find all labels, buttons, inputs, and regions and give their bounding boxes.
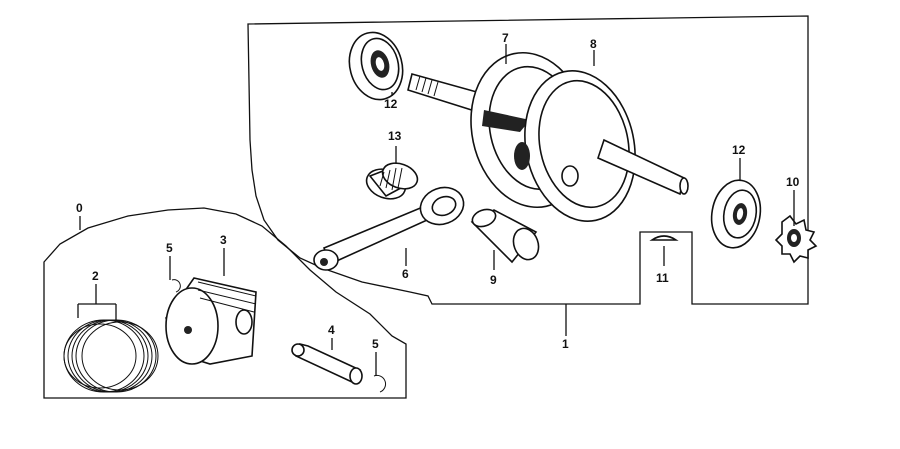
connecting-rod [313,186,465,271]
callout-12-left: 12 [384,97,398,111]
woodruff-key [649,235,679,241]
callout-2: 2 [92,269,99,283]
callout-12-right: 12 [732,143,746,157]
callout-4: 4 [328,323,335,337]
callout-10: 10 [786,175,800,189]
callout-7: 7 [502,31,509,45]
piston-rings [63,319,159,393]
crankshaft [407,51,689,222]
piston-group-outline [43,207,407,399]
callout-6: 6 [402,267,409,281]
callout-8: 8 [590,37,597,51]
callout-3: 3 [220,233,227,247]
leader-lines [77,44,795,376]
callout-9: 9 [490,273,497,287]
ball-bearing-left [348,31,404,101]
callout-11: 11 [656,271,669,285]
ball-bearing-right [710,179,762,249]
callout-13: 13 [388,129,402,143]
circlip-upper [171,279,181,293]
callout-5-lower: 5 [372,337,379,351]
piston [165,277,257,365]
callout-1: 1 [562,337,569,351]
circlip-lower [373,374,387,393]
piston-pin [291,343,363,385]
callout-5-upper: 5 [166,241,173,255]
crankshaft-group-outline [247,15,809,305]
callout-labels: 0 1 2 3 4 5 5 6 7 8 9 10 11 12 12 13 [76,31,800,351]
needle-bearing [365,162,419,200]
callout-0: 0 [76,201,83,215]
drive-gear [774,214,818,264]
crank-pin [470,208,540,264]
